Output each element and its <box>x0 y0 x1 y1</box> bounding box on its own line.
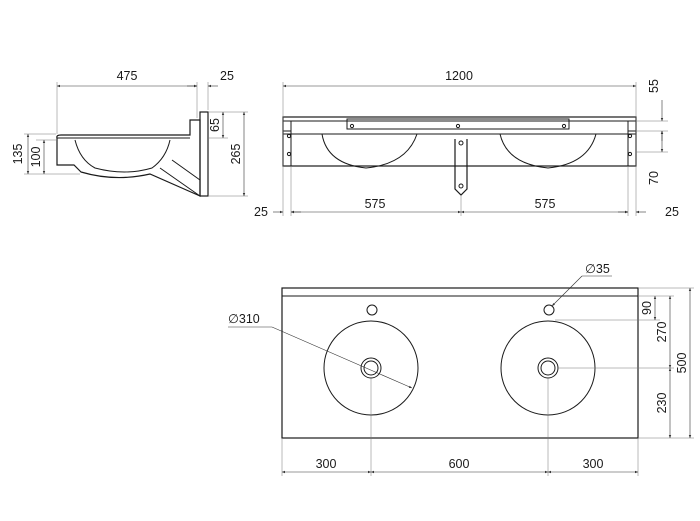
dim-front-center-right: 575 <box>535 197 556 211</box>
side-basin-outline <box>56 119 201 197</box>
side-bracket <box>159 159 201 197</box>
dim-front-center-left: 575 <box>365 197 386 211</box>
plan-tap-hole-right <box>543 304 555 316</box>
dim-plan-bowl-spacing: 600 <box>449 457 470 471</box>
side-wall-plate <box>199 111 209 197</box>
dim-side-depth: 475 <box>117 69 138 83</box>
side-bowl-curve <box>74 139 171 173</box>
dim-plan-drain-offset: 270 <box>655 322 669 343</box>
label-tap-hole: ∅35 <box>585 262 610 276</box>
side-view: 475 25 135 100 65 265 <box>11 69 248 197</box>
front-mounting-rail <box>346 118 570 130</box>
dim-plan-front-to-drain: 230 <box>655 393 669 414</box>
dim-plan-bowl-to-right: 300 <box>583 457 604 471</box>
dim-front-edge-left: 25 <box>254 205 268 219</box>
plan-outline <box>281 287 639 439</box>
dim-front-top-offset: 55 <box>647 79 661 93</box>
dim-plan-tap-offset: 90 <box>640 301 654 315</box>
front-view: 1200 55 70 25 575 575 25 <box>254 69 679 219</box>
dim-side-upstand: 65 <box>208 118 222 132</box>
plan-tap-hole-left <box>366 304 378 316</box>
dim-front-bracket-drop: 70 <box>647 171 661 185</box>
dim-front-edge-right: 25 <box>665 205 679 219</box>
front-bowl-left <box>321 133 418 169</box>
dim-plan-left-to-bowl: 300 <box>316 457 337 471</box>
front-center-bracket <box>454 139 468 196</box>
label-bowl-diameter: ∅310 <box>228 312 260 326</box>
dim-side-rim-height: 135 <box>11 144 25 165</box>
dim-plan-total-depth: 500 <box>675 353 689 374</box>
dim-side-plate: 25 <box>220 69 234 83</box>
front-bowl-right <box>499 133 597 169</box>
dim-side-bracket-height: 265 <box>229 144 243 165</box>
dim-side-bowl-depth: 100 <box>29 147 43 168</box>
dim-front-width: 1200 <box>445 69 473 83</box>
plan-view: ∅310 ∅35 90 270 230 500 300 <box>228 262 694 476</box>
